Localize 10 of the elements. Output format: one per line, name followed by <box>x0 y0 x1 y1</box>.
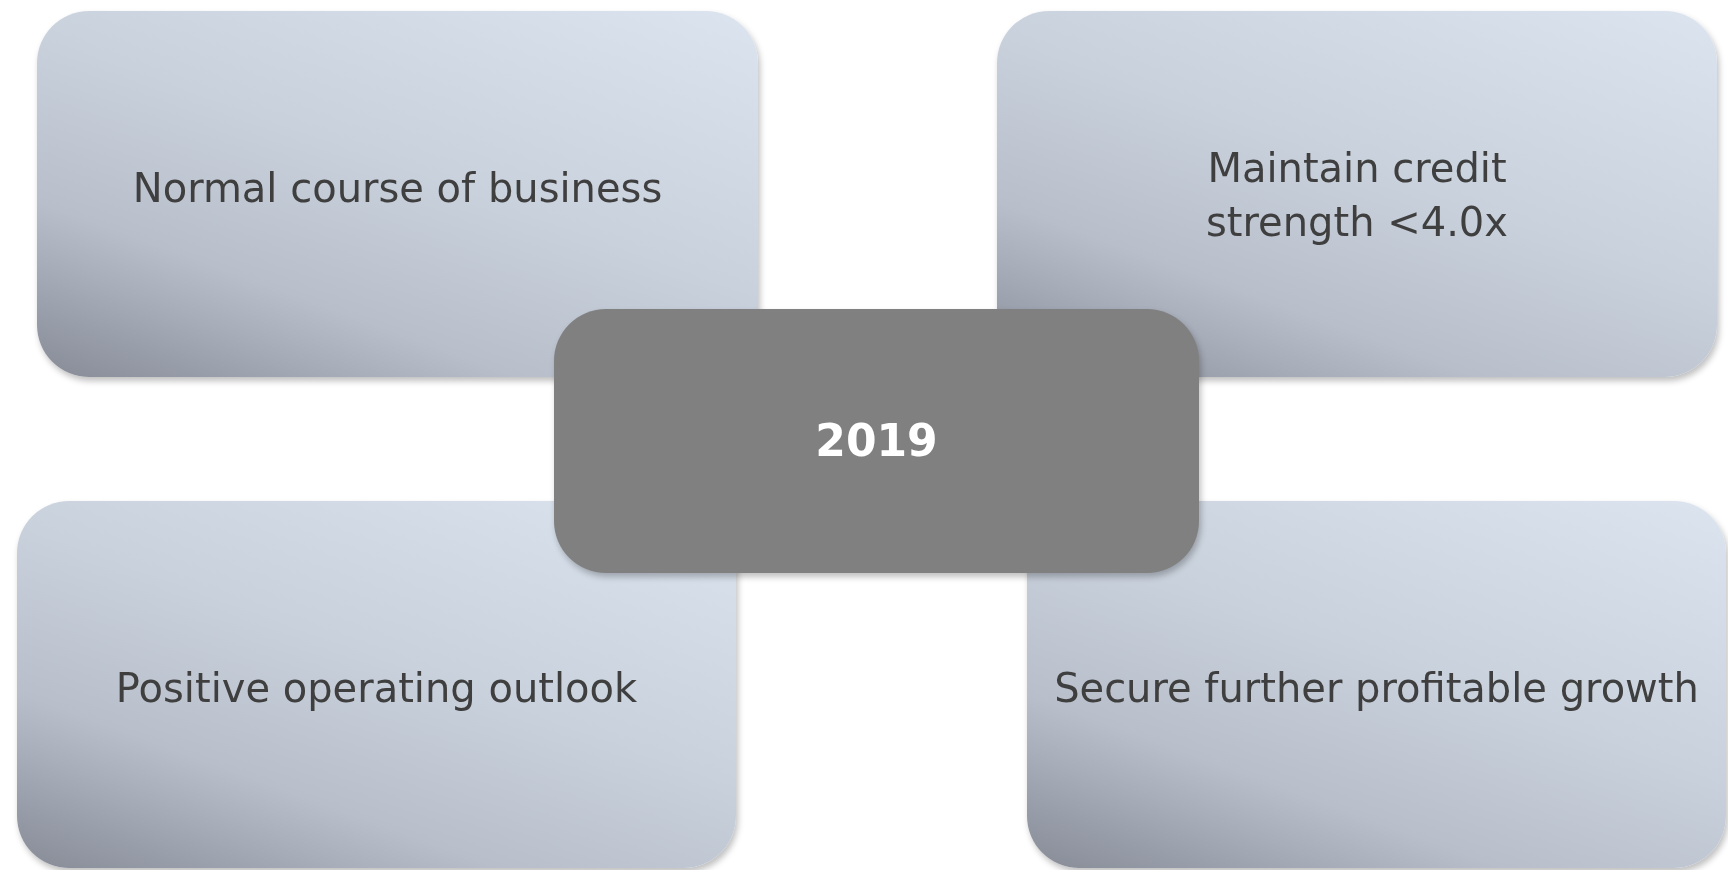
rounded-box <box>37 11 758 377</box>
box-text: Positive operating outlook <box>115 664 638 713</box>
box-text: Normal course of business <box>132 164 663 213</box>
year-label: 2019 <box>815 414 938 469</box>
rounded-box <box>17 501 736 868</box>
center-box <box>554 309 1199 573</box>
rounded-box <box>997 11 1717 377</box>
box-text: Maintain credit strength <4.0x <box>1205 144 1509 247</box>
box-text: Secure further profitable growth <box>1054 664 1699 713</box>
rounded-box <box>1027 501 1726 868</box>
